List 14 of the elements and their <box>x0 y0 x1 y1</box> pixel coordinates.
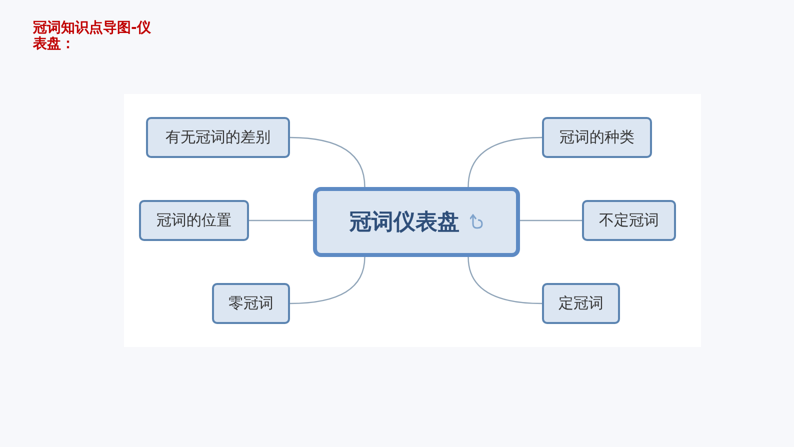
connector-line <box>290 256 366 304</box>
connector-line <box>520 220 582 222</box>
title-text: 冠词知识点导图-仪表盘： <box>33 20 152 52</box>
connector-line <box>249 220 313 222</box>
topic-box: 零冠词 <box>212 283 290 324</box>
connector-line <box>468 256 542 304</box>
topic-box: 冠词的种类 <box>542 117 652 158</box>
topic-box: 有无冠词的差别 <box>146 117 290 158</box>
connector-line <box>290 136 366 188</box>
topic-box: 不定冠词 <box>582 200 676 241</box>
connector-line <box>468 136 542 188</box>
topic-box: 定冠词 <box>542 283 620 324</box>
central-topic-box: 冠词仪表盘 <box>313 187 520 257</box>
topic-box: 冠词的位置 <box>139 200 249 241</box>
